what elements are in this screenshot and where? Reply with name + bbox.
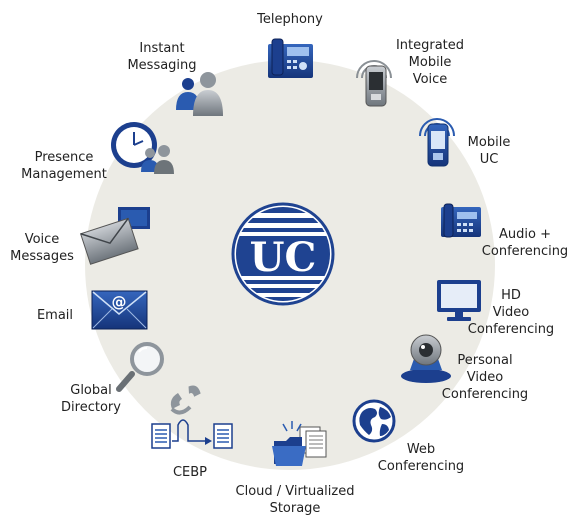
- label-line: Mobile: [408, 55, 452, 70]
- node-label-integrated-mobile-voice: Integrated Mobile Voice: [380, 37, 480, 88]
- label-line: Conferencing: [441, 387, 529, 402]
- label-line: Email: [36, 308, 74, 323]
- node-label-global-directory: Global Directory: [41, 382, 141, 416]
- label-line: Audio +: [499, 227, 551, 242]
- label-line: Conferencing: [481, 244, 569, 259]
- folder-documents-icon: [272, 421, 327, 466]
- label-line: UC: [479, 152, 499, 167]
- node-label-web-conferencing: Web Conferencing: [371, 441, 471, 475]
- label-line: Voice: [24, 232, 60, 247]
- people-icon: [176, 72, 223, 116]
- conference-phone-icon: [441, 203, 481, 238]
- label-line: Messages: [10, 249, 74, 264]
- desk-phone-icon: [268, 38, 313, 78]
- email-envelope-icon: @: [91, 290, 148, 330]
- magnifier-icon: [116, 342, 164, 392]
- label-line: Presence: [34, 150, 94, 165]
- label-line: HD: [501, 288, 521, 303]
- label-line: CEBP: [172, 465, 208, 480]
- mobile-phone-wireless-icon: [419, 118, 455, 167]
- label-line: Instant: [139, 41, 185, 56]
- node-label-cebp: CEBP: [160, 464, 220, 481]
- label-line: Directory: [61, 400, 121, 415]
- node-label-cloud-virtualized-storage: Cloud / Virtualized Storage: [225, 483, 365, 517]
- clock-people-icon: [111, 122, 174, 174]
- node-label-audio-conferencing: Audio + Conferencing: [475, 226, 575, 260]
- node-label-voice-messages: Voice Messages: [2, 231, 82, 265]
- node-label-personal-video-conferencing: Personal Video Conferencing: [435, 352, 535, 403]
- node-label-hd-video-conferencing: HD Video Conferencing: [461, 287, 561, 338]
- globe-icon: [352, 399, 396, 443]
- label-line: Global: [70, 383, 112, 398]
- node-label-presence-management: Presence Management: [14, 149, 114, 183]
- label-line: Storage: [269, 501, 321, 516]
- label-line: Voice: [412, 72, 448, 87]
- label-line: Integrated: [395, 38, 465, 53]
- node-label-telephony: Telephony: [240, 11, 340, 28]
- svg-text:@: @: [112, 293, 127, 311]
- label-line: Cloud / Virtualized: [235, 484, 355, 499]
- mobile-phone-wireless-icon: [356, 60, 392, 107]
- webcam-icon: [401, 334, 451, 383]
- voice-message-envelope-icon: [80, 207, 150, 265]
- label-line: Video: [492, 305, 530, 320]
- label-line: Conferencing: [377, 459, 465, 474]
- node-label-email: Email: [20, 307, 90, 324]
- node-label-instant-messaging: Instant Messaging: [112, 40, 212, 74]
- monitor-icon: [437, 280, 481, 321]
- uc-logo: UC: [231, 202, 335, 306]
- label-line: Mobile: [467, 135, 511, 150]
- label-line: Video: [466, 370, 504, 385]
- label-line: Personal: [457, 353, 513, 368]
- label-line: Telephony: [257, 12, 323, 27]
- label-line: Web: [406, 442, 436, 457]
- node-label-mobile-uc: Mobile UC: [450, 134, 528, 168]
- label-line: Messaging: [127, 58, 197, 73]
- label-line: Management: [21, 167, 107, 182]
- business-process-icon: [151, 385, 233, 449]
- uc-logo-text: UC: [250, 234, 317, 281]
- label-line: Conferencing: [467, 322, 555, 337]
